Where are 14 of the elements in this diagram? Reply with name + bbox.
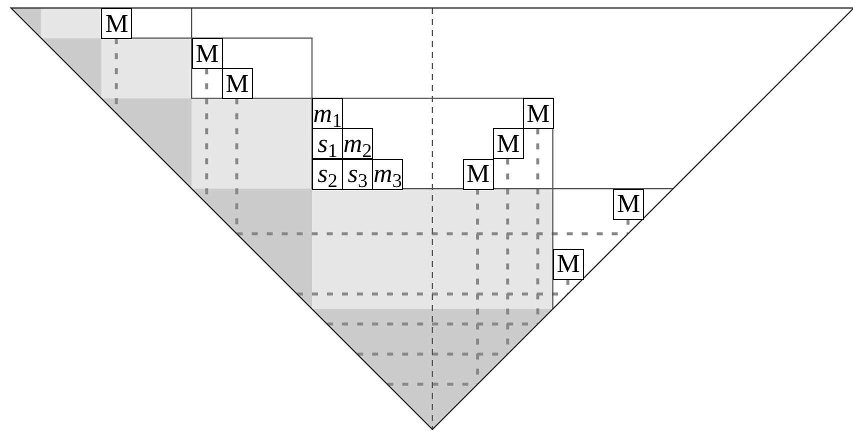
label-box: M: [522, 98, 554, 130]
label-box: M: [613, 188, 644, 220]
label-box: s$_{1}$: [312, 128, 344, 160]
label-box: M: [462, 158, 494, 190]
label-box: M: [492, 128, 524, 160]
label-box: m$_{3}$: [372, 158, 404, 190]
label-box: M: [222, 68, 253, 100]
label-box: m$_{1}$: [312, 98, 344, 130]
label-box: M: [552, 248, 584, 280]
label-box: M: [192, 38, 223, 70]
label-box: s$_{2}$: [312, 158, 344, 190]
label-box: s$_{3}$: [342, 158, 374, 190]
label-box: M: [101, 8, 132, 40]
label-box: m$_{2}$: [342, 128, 374, 160]
